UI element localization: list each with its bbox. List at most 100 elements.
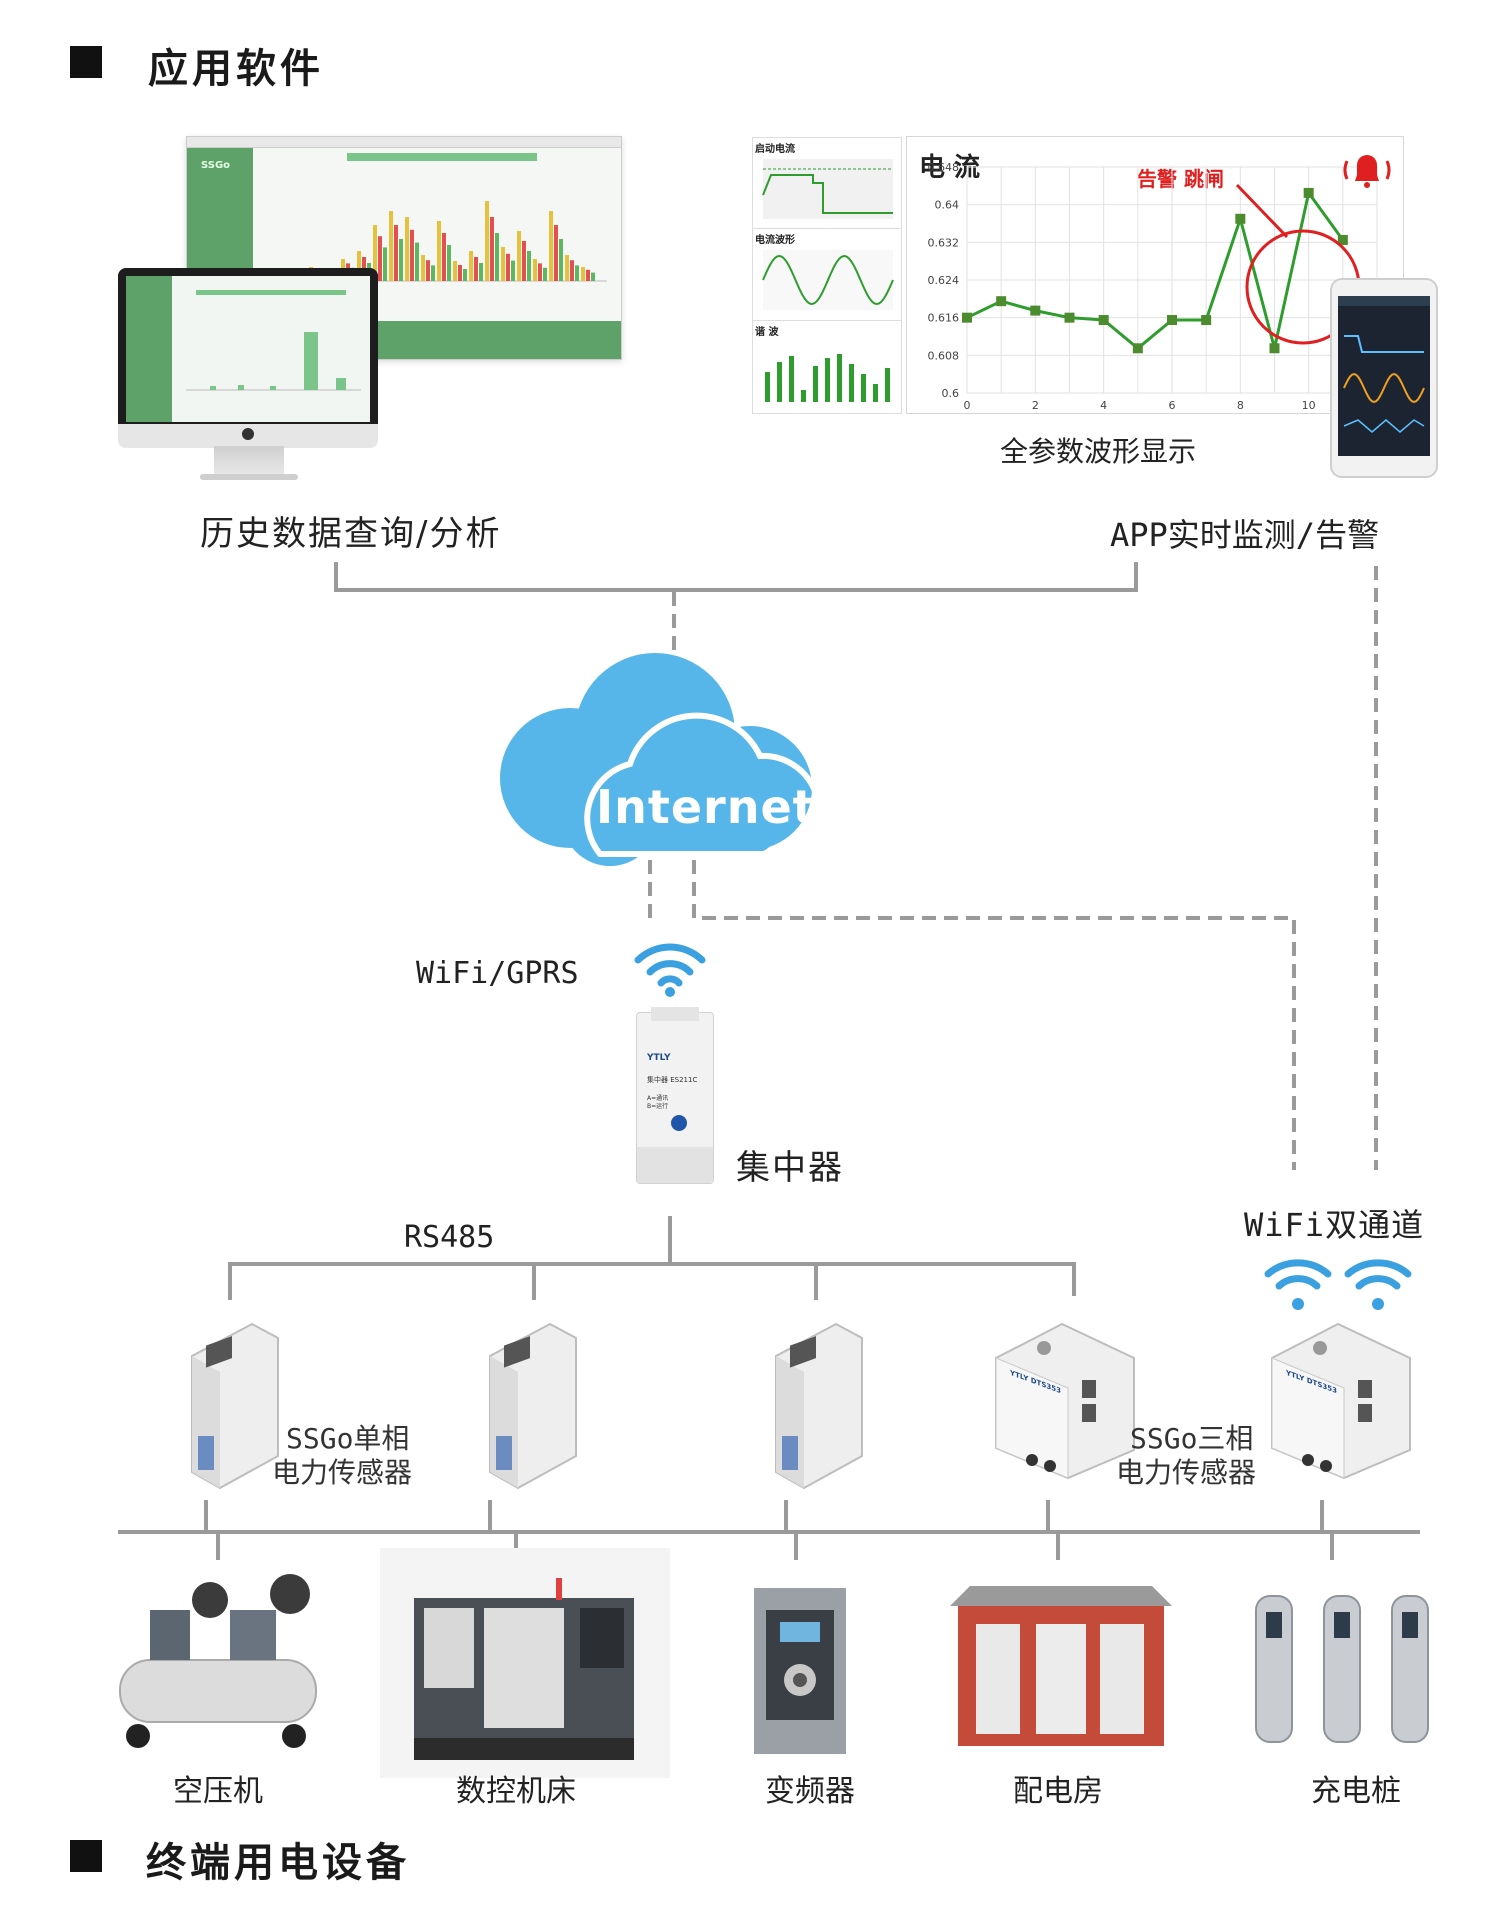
- x-tick-label: 6: [1169, 399, 1176, 412]
- section-marker: [70, 46, 102, 78]
- y-tick-label: 0.608: [928, 349, 960, 362]
- harmonic-bar: [837, 354, 842, 402]
- top-bracket: [334, 562, 1138, 592]
- web-bar: [591, 272, 595, 281]
- web-bar: [490, 217, 494, 281]
- alarm-text: 告警 跳闸: [1137, 167, 1224, 191]
- wifi-dual-label: WiFi双通道: [1244, 1206, 1425, 1244]
- equipment-label-substation: 配电房: [1013, 1774, 1103, 1809]
- internet-label: Internet: [596, 780, 816, 834]
- air-compressor-image: [119, 1574, 317, 1748]
- mini-chart-current-wave: 电流波形: [752, 228, 902, 322]
- equipment-label-charger: 充电桩: [1311, 1774, 1401, 1809]
- harmonic-bar: [777, 362, 782, 402]
- phone-screen: [1338, 296, 1430, 456]
- data-point: [1235, 213, 1246, 224]
- web-bar: [559, 239, 563, 281]
- harmonic-bar: [873, 384, 878, 402]
- mini-wave-plot: [762, 250, 894, 310]
- wifi-icon: [634, 943, 706, 997]
- smartphone: [1330, 278, 1438, 478]
- web-bar: [469, 251, 473, 281]
- harmonic-bar: [801, 390, 806, 402]
- monitor-chart: [186, 290, 361, 391]
- single-phase-sensor: [756, 1316, 866, 1490]
- mini-chart-title: 谐 波: [755, 327, 779, 338]
- single-phase-label-1: SSGo单相: [286, 1422, 410, 1455]
- mini-chart-title: 电流波形: [755, 235, 795, 246]
- concentrator-legend-a: A=通讯: [647, 1095, 669, 1102]
- web-bar: [447, 245, 451, 281]
- section-marker: [70, 1840, 102, 1872]
- web-bar: [474, 257, 478, 281]
- alarm-pointer: [1235, 183, 1289, 239]
- web-bar: [431, 265, 435, 281]
- data-point: [996, 296, 1007, 307]
- mini-chart-harmonics: 谐 波: [752, 320, 902, 414]
- web-bar: [405, 217, 409, 281]
- sensor-body: [1271, 1322, 1411, 1480]
- web-bar: [511, 260, 515, 281]
- web-bar: [389, 211, 393, 281]
- web-bar: [575, 265, 579, 281]
- data-point: [1167, 315, 1177, 326]
- equipment-label-compressor: 空压机: [173, 1774, 263, 1809]
- web-bar: [410, 229, 414, 281]
- wifi-gprs-label: WiFi/GPRS: [416, 956, 579, 991]
- web-bar: [506, 253, 510, 281]
- web-bar: [581, 267, 585, 281]
- web-bar: [565, 255, 569, 281]
- web-bar: [586, 269, 590, 281]
- web-bar: [421, 255, 425, 281]
- y-tick-label: 0.624: [928, 274, 960, 287]
- series-line: [966, 189, 1345, 351]
- x-tick-label: 8: [1237, 399, 1244, 412]
- monitor-sidebar: [126, 276, 172, 422]
- web-bar: [453, 261, 457, 281]
- data-point: [1064, 312, 1075, 323]
- web-bar: [549, 211, 553, 281]
- monitor-screen: [126, 276, 370, 422]
- mini-chart-title: 启动电流: [755, 144, 795, 155]
- web-bar: [463, 269, 467, 281]
- x-tick-label: 4: [1100, 399, 1107, 412]
- web-bar: [426, 260, 430, 281]
- cloud-right-dashed: [692, 860, 1296, 1170]
- data-point: [1303, 187, 1314, 198]
- data-point: [1269, 343, 1280, 354]
- monitor-stand: [214, 446, 284, 476]
- web-bar: [394, 225, 398, 281]
- concentrator-label: 集中器: [736, 1148, 844, 1188]
- harmonic-bar: [849, 364, 854, 402]
- web-bar: [479, 263, 483, 281]
- mini-harmonic-plot: [765, 354, 890, 402]
- browser-bar: [187, 137, 621, 148]
- single-phase-sensor: [172, 1316, 282, 1490]
- harmonic-bar: [765, 372, 770, 402]
- harmonic-bar: [861, 374, 866, 402]
- mini-startup-plot: [762, 159, 893, 219]
- web-bar: [442, 233, 446, 281]
- data-point: [1132, 343, 1143, 354]
- rs485-label: RS485: [404, 1220, 495, 1255]
- three-phase-label-2: 电力传感器: [1116, 1456, 1257, 1489]
- sensor-body: [995, 1322, 1135, 1480]
- cnc-machine-image: [380, 1548, 670, 1778]
- x-tick-label: 2: [1032, 399, 1039, 412]
- web-bar: [383, 247, 387, 281]
- y-tick-label: 0.616: [928, 312, 960, 325]
- sensor-body: [489, 1322, 577, 1490]
- concentrator-legend-b: B=运行: [647, 1103, 669, 1110]
- current-chart-title: 电 流: [919, 153, 981, 183]
- substation-image: [950, 1586, 1172, 1746]
- charging-pile-image: [1255, 1595, 1429, 1743]
- web-bar: [533, 259, 537, 281]
- web-bar: [527, 251, 531, 281]
- data-point: [1201, 315, 1212, 326]
- concentrator-brand: YTLY: [647, 1053, 671, 1063]
- web-bar: [357, 251, 361, 281]
- waveform-caption: 全参数波形显示: [1000, 435, 1197, 468]
- harmonic-bar: [813, 366, 818, 402]
